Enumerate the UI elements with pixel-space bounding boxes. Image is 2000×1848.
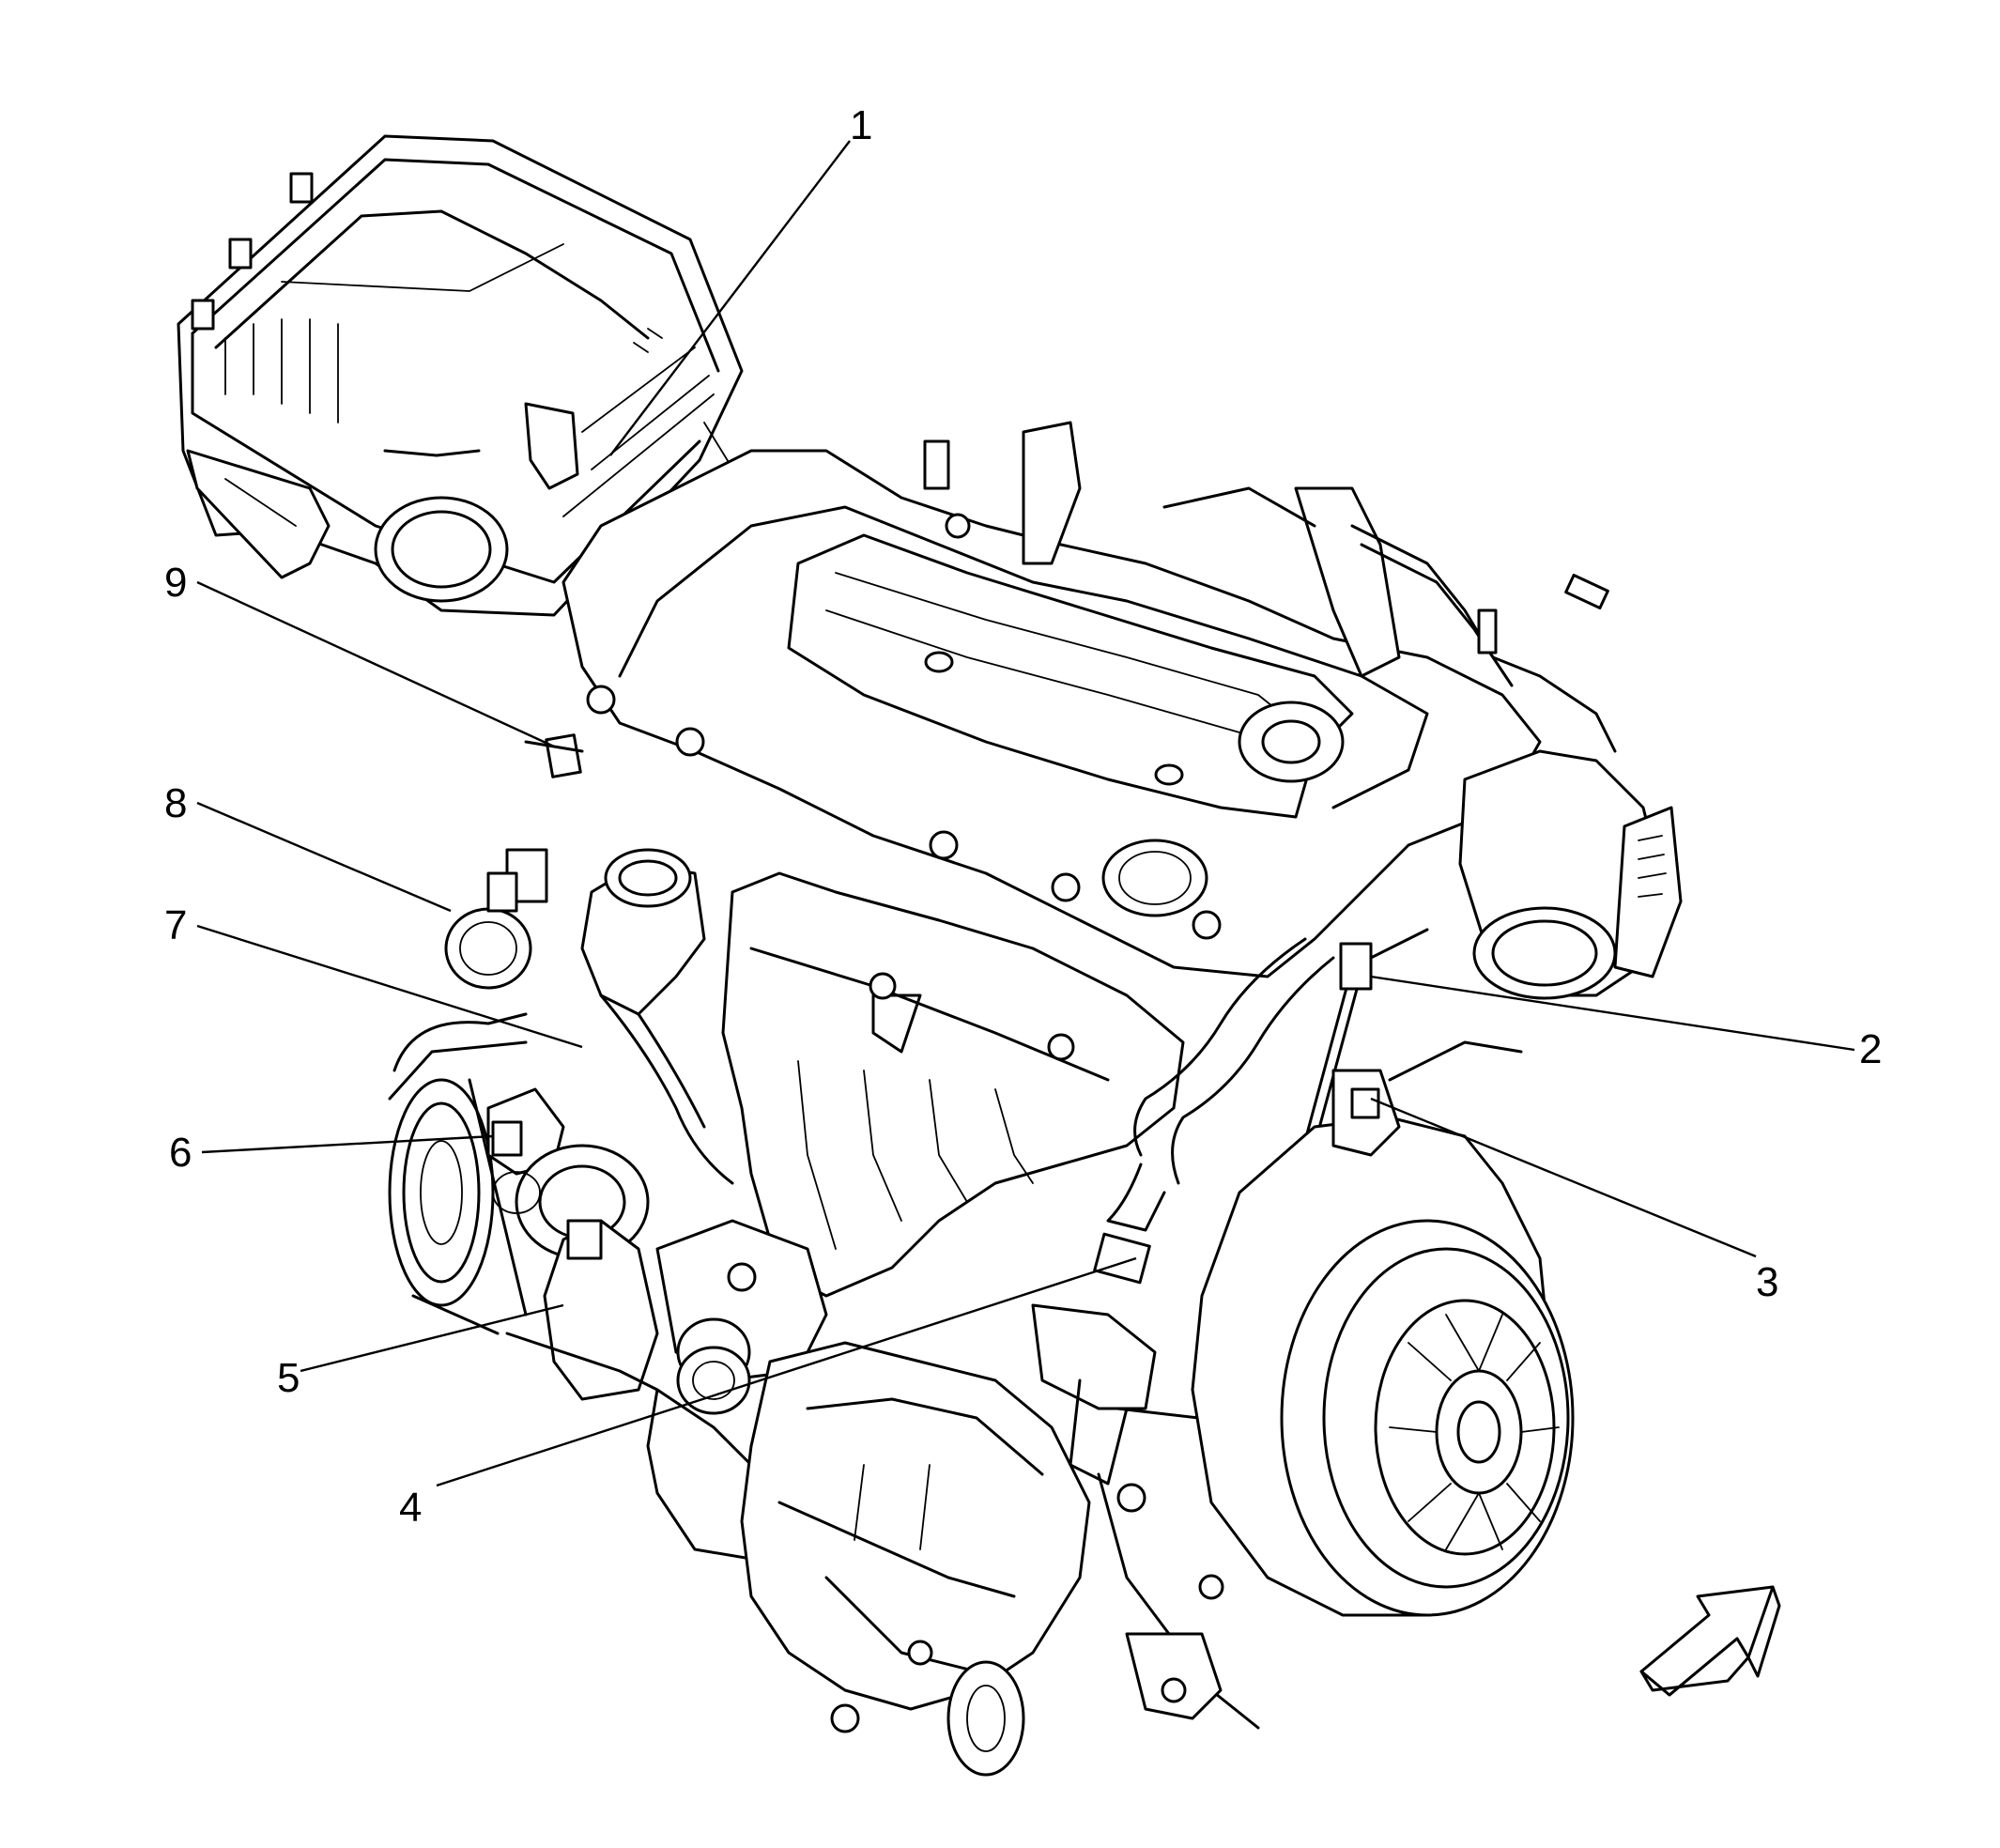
leader-9	[196, 580, 555, 748]
callout-1: 1	[850, 102, 872, 148]
callout-8: 8	[164, 780, 187, 826]
leader-8	[196, 801, 452, 913]
leader-6	[201, 1134, 494, 1154]
leader-5	[300, 1303, 564, 1373]
callout-7: 7	[164, 902, 187, 948]
callout-5: 5	[277, 1355, 300, 1401]
leader-1	[609, 140, 851, 456]
callout-6: 6	[169, 1130, 192, 1176]
leader-4	[436, 1256, 1137, 1487]
callout-labels: 1 2 3 4 5 6 7 8 9	[164, 102, 1882, 1531]
leader-7	[196, 924, 583, 1049]
leader-lines	[196, 140, 1855, 1487]
air-cleaner-assembly	[177, 134, 744, 617]
leader-3	[1370, 1097, 1757, 1258]
leader-2	[1370, 975, 1855, 1052]
callout-4: 4	[399, 1485, 422, 1531]
engine-assembly	[388, 421, 1683, 1777]
direction-arrow-icon	[1639, 1585, 1781, 1697]
callout-9: 9	[164, 560, 187, 606]
callout-2: 2	[1859, 1026, 1882, 1072]
callout-3: 3	[1756, 1259, 1778, 1305]
